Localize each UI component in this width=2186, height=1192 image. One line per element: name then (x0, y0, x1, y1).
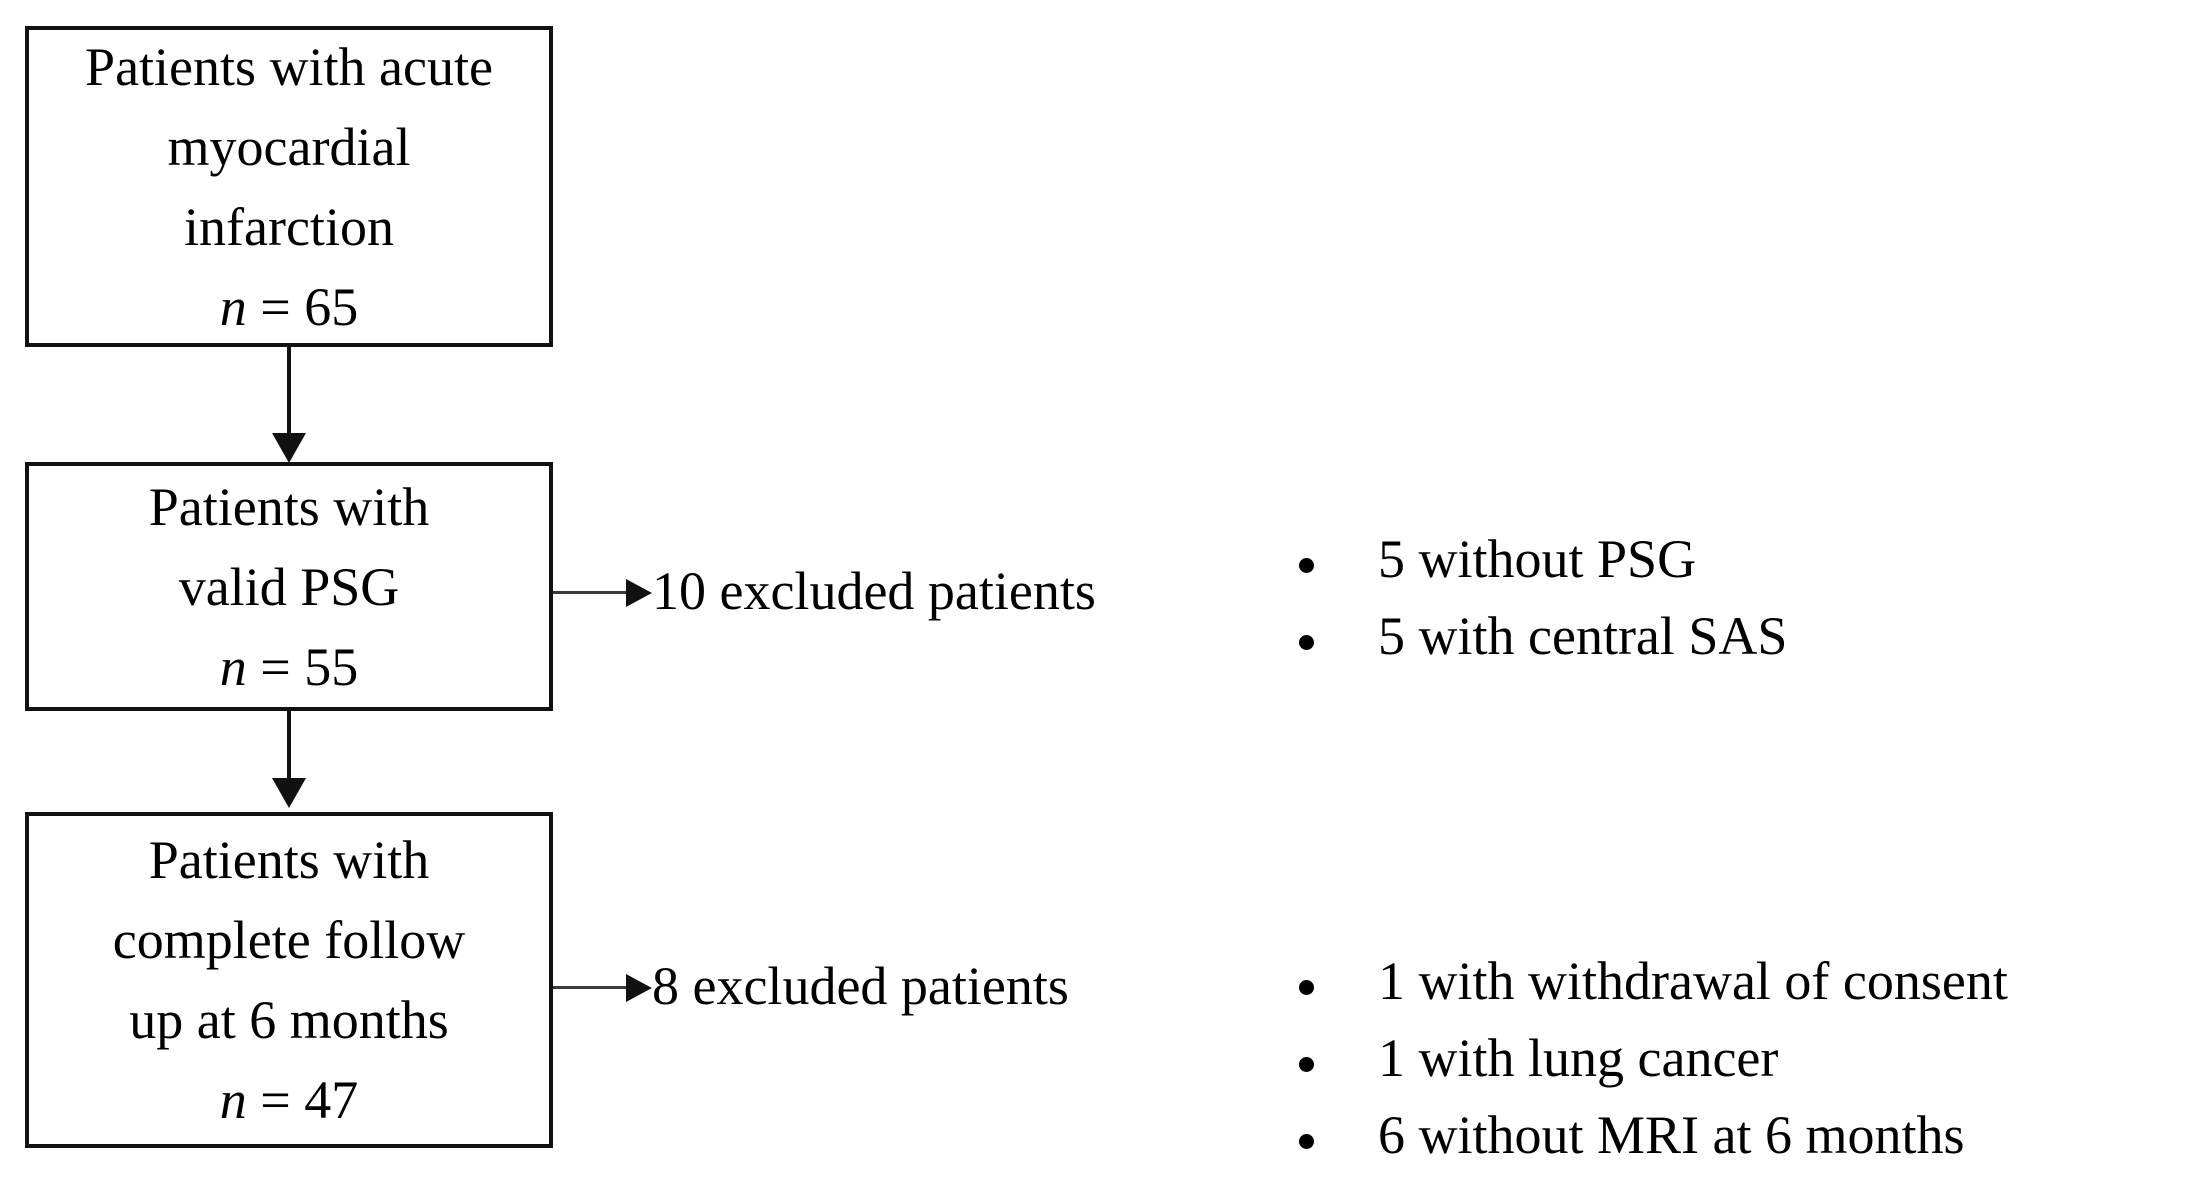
connector-exclusion-after-psg (553, 591, 633, 594)
flow-box-acute-mi-line-1: Patients with acute (85, 36, 493, 97)
exclusion-reason-text: 5 without PSG (1378, 529, 1697, 589)
sample-size-equals: = (246, 636, 305, 697)
list-item: 5 with central SAS (1290, 605, 1787, 682)
flow-box-acute-mi-line-2: myocardial (167, 116, 411, 177)
flow-box-valid-psg: Patients with valid PSG n = 55 (25, 462, 553, 711)
list-item: 5 without PSG (1290, 528, 1787, 605)
sample-size-value: 65 (304, 276, 359, 337)
sample-size-value: 47 (304, 1070, 359, 1130)
arrowhead-down-icon (272, 433, 306, 463)
exclusion-label-after-followup: 8 excluded patients (652, 956, 1069, 1016)
list-item: 1 with withdrawal of consent (1290, 950, 2008, 1027)
flow-box-complete-followup: Patients with complete follow up at 6 mo… (25, 812, 553, 1148)
flow-box-acute-mi-count: n = 65 (29, 267, 549, 347)
connector-acute-mi-to-valid-psg (287, 347, 291, 439)
flow-box-valid-psg-line-2: valid PSG (178, 556, 400, 617)
exclusion-label-after-psg: 10 excluded patients (652, 561, 1096, 621)
flow-box-valid-psg-count: n = 55 (29, 627, 549, 707)
exclusion-reason-list-after-followup: 1 with withdrawal of consent 1 with lung… (1290, 950, 2008, 1181)
sample-size-value: 55 (304, 636, 359, 697)
flow-box-acute-mi: Patients with acute myocardial infarctio… (25, 26, 553, 347)
flow-box-valid-psg-line-1: Patients with (148, 476, 430, 537)
exclusion-reason-list-after-psg: 5 without PSG 5 with central SAS (1290, 528, 1787, 682)
connector-exclusion-after-followup (553, 986, 633, 989)
connector-valid-psg-to-followup (287, 711, 291, 783)
sample-size-equals: = (246, 1070, 305, 1130)
arrowhead-down-icon (272, 778, 306, 808)
exclusion-reason-text: 1 with lung cancer (1378, 1028, 1779, 1088)
list-item: 1 with lung cancer (1290, 1027, 2008, 1104)
flow-box-complete-followup-line-3: up at 6 months (129, 990, 449, 1050)
list-item: 6 without MRI at 6 months (1290, 1104, 2008, 1181)
flow-box-complete-followup-line-2: complete follow (112, 910, 466, 970)
arrowhead-right-icon (626, 579, 652, 607)
exclusion-reason-text: 6 without MRI at 6 months (1378, 1105, 1965, 1165)
flow-box-acute-mi-line-3: infarction (184, 196, 394, 257)
sample-size-symbol: n (219, 276, 247, 337)
flow-box-complete-followup-line-1: Patients with (148, 830, 430, 890)
flow-box-complete-followup-count: n = 47 (29, 1060, 549, 1140)
arrowhead-right-icon (626, 974, 652, 1002)
exclusion-reason-text: 1 with withdrawal of consent (1378, 951, 2008, 1011)
exclusion-reason-text: 5 with central SAS (1378, 606, 1788, 666)
sample-size-equals: = (246, 276, 305, 337)
sample-size-symbol: n (219, 636, 247, 697)
sample-size-symbol: n (219, 1070, 247, 1130)
